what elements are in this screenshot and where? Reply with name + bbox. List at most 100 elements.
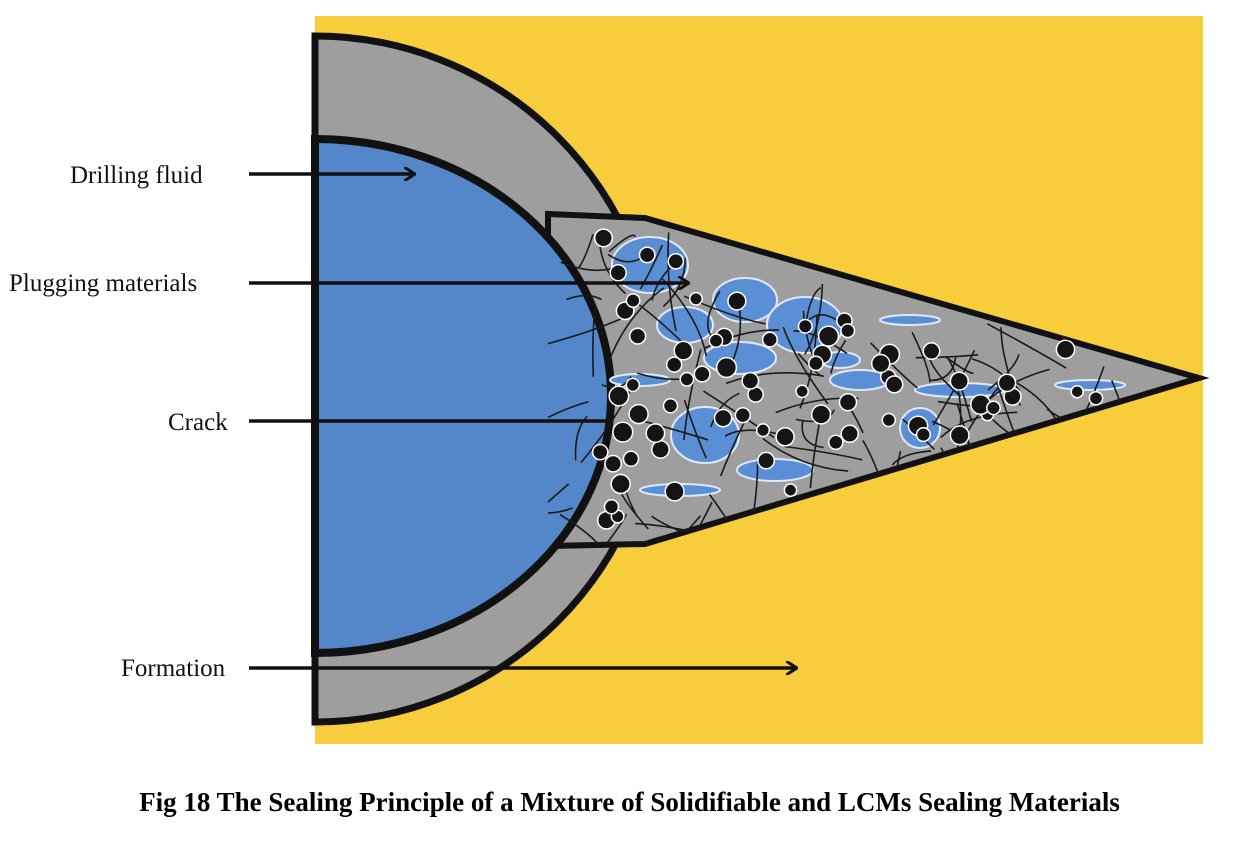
plug-particle <box>609 264 627 282</box>
plug-particle <box>673 340 694 361</box>
plugging-material-particles <box>548 228 1133 546</box>
plug-particle <box>827 434 844 451</box>
plug-particle <box>734 407 751 424</box>
plug-particle <box>608 385 630 407</box>
plug-fiber <box>606 287 665 367</box>
plug-fiber <box>548 317 623 348</box>
plug-fiber <box>762 437 849 472</box>
plug-fiber <box>639 244 664 290</box>
plug-fiber <box>784 445 863 461</box>
plug-particle <box>629 327 647 345</box>
plug-fiber <box>710 392 740 428</box>
plug-fiber <box>548 483 570 546</box>
plug-particle <box>625 293 641 309</box>
plug-fiber <box>971 358 1021 392</box>
plug-particle <box>651 440 670 459</box>
plug-fiber <box>955 386 962 457</box>
plug-particle <box>689 291 703 306</box>
plug-particle <box>775 427 795 447</box>
plug-fiber <box>797 352 825 377</box>
plug-particle <box>604 454 623 473</box>
plug-fiber <box>683 349 702 441</box>
plug-particle <box>761 331 778 348</box>
plug-particle <box>949 371 969 391</box>
plug-particle <box>817 325 840 347</box>
plug-fiber <box>566 294 602 301</box>
plug-particle <box>885 375 904 394</box>
plug-fiber <box>804 283 824 355</box>
plug-particle <box>645 423 666 444</box>
plug-particle <box>665 356 683 373</box>
plug-particle <box>741 371 760 390</box>
plug-particle <box>795 384 809 399</box>
plug-particle <box>808 355 824 372</box>
plug-fiber <box>707 290 721 336</box>
plug-fiber <box>805 286 822 320</box>
plug-fiber <box>608 234 637 253</box>
plug-particle <box>755 423 771 438</box>
plug-fiber <box>870 342 918 389</box>
plug-particle <box>593 228 614 248</box>
plug-particle <box>840 424 859 444</box>
plug-fiber <box>663 501 713 546</box>
plug-fiber <box>574 415 588 461</box>
plug-particle <box>1055 339 1076 360</box>
plug-fiber <box>637 515 702 546</box>
plug-particle <box>664 481 685 502</box>
plug-fiber <box>801 420 824 449</box>
plugging-materials-label: Plugging materials <box>9 270 198 297</box>
plug-particle <box>838 392 858 412</box>
plug-particle <box>625 377 641 393</box>
plug-fiber <box>915 354 979 359</box>
plug-fiber <box>580 383 635 464</box>
plug-fiber <box>603 513 627 546</box>
plug-particle <box>708 333 724 349</box>
figure-caption: Fig 18 The Sealing Principle of a Mixtur… <box>139 787 1120 817</box>
plug-particle <box>870 353 891 374</box>
plug-particle <box>922 342 941 361</box>
plug-particle <box>715 356 738 379</box>
plug-particle <box>628 403 649 425</box>
plug-fiber <box>683 399 708 459</box>
plug-particle <box>986 400 1001 416</box>
plug-particle <box>638 246 656 264</box>
plug-fiber <box>782 327 829 405</box>
formation-label: Formation <box>121 655 226 682</box>
plug-blob <box>879 314 941 326</box>
plug-fiber <box>548 400 589 443</box>
plug-particle <box>591 443 609 461</box>
plug-particle <box>727 291 747 311</box>
plug-particle <box>693 365 711 383</box>
drilling-fluid-label: Drilling fluid <box>70 162 203 189</box>
plug-fiber <box>987 354 1020 391</box>
plug-fiber <box>809 423 821 488</box>
plug-particle <box>679 371 695 387</box>
plug-fiber <box>829 339 847 374</box>
plug-particle <box>949 425 970 446</box>
crack-label: Crack <box>168 409 228 436</box>
plug-particle <box>610 473 631 495</box>
plug-particle <box>797 318 813 334</box>
plug-fiber <box>592 307 596 377</box>
plug-fiber <box>945 356 974 375</box>
plug-fiber <box>599 245 627 295</box>
plug-particle <box>915 427 931 443</box>
plug-blob <box>736 458 814 482</box>
plug-particle <box>667 252 685 270</box>
plug-particle <box>713 408 733 428</box>
plug-particle <box>622 450 640 468</box>
plug-particle <box>881 412 897 428</box>
plug-particle <box>1070 384 1084 399</box>
plug-particle <box>840 323 856 339</box>
plug-particle <box>757 451 776 470</box>
plug-particle <box>603 499 620 515</box>
plug-fiber <box>793 330 848 355</box>
plug-fiber <box>929 357 957 382</box>
plug-fiber <box>807 314 839 322</box>
plug-particle <box>783 483 798 497</box>
plug-fiber <box>891 450 932 466</box>
plug-particle <box>1088 390 1104 406</box>
plug-fiber <box>725 372 823 385</box>
plug-particle <box>612 421 634 443</box>
